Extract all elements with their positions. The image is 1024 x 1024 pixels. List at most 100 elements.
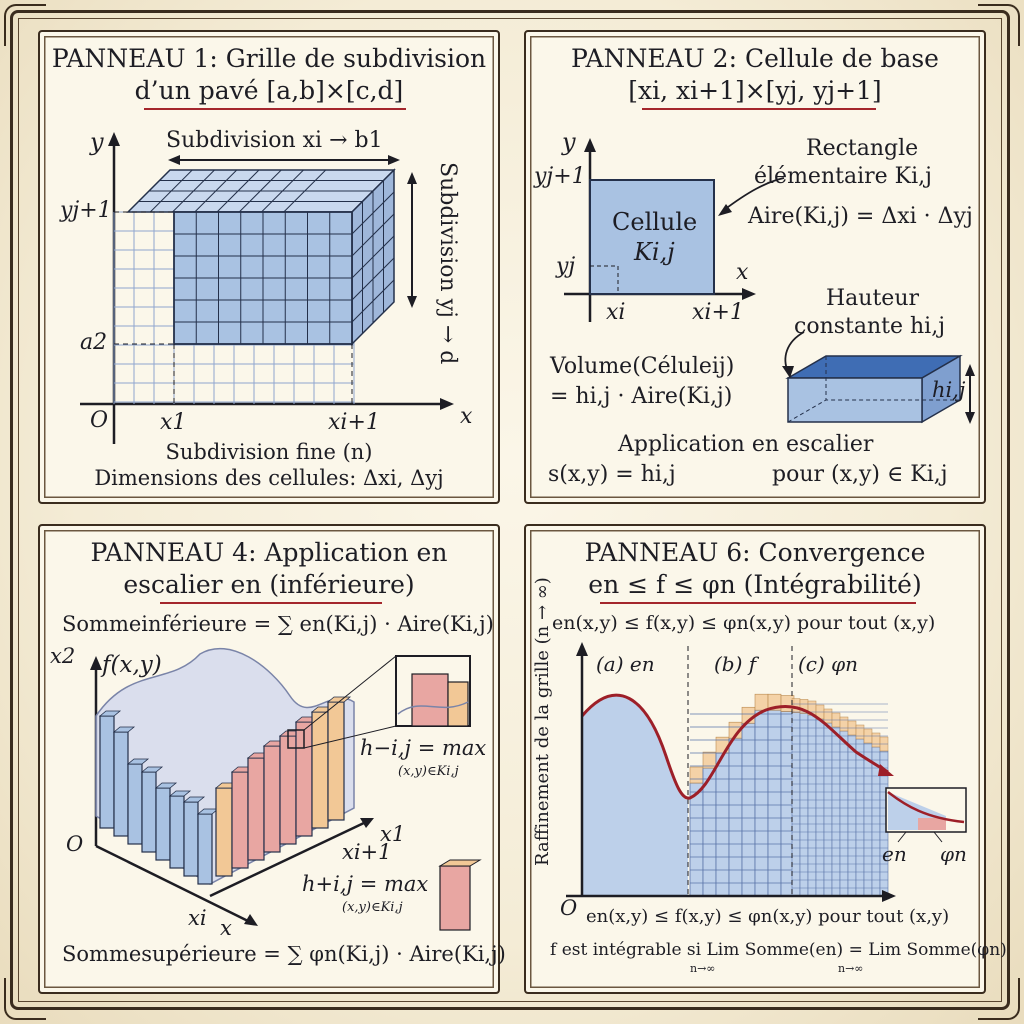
arrow-right-icon — [882, 890, 896, 902]
arrow-up-icon — [965, 364, 975, 376]
panel-1-title-line1: PANNEAU 1: Grille de subdivision — [51, 44, 487, 73]
subdivision-y-label: Subdivision yj → d — [435, 162, 460, 365]
application-left: s(x,y) = hi,j — [548, 462, 676, 487]
fine-cell-column — [863, 742, 873, 897]
arrow-up-icon — [576, 642, 588, 656]
y-axis-arrow-icon — [108, 132, 120, 146]
arrow-icon — [244, 914, 258, 926]
fine-cell-column — [791, 712, 801, 897]
zoom-surface — [397, 701, 469, 715]
application-right: pour (x,y) ∈ Ki,j — [772, 462, 948, 487]
panel-2-title-line1: PANNEAU 2: Cellule de base — [571, 44, 939, 73]
upper-step — [823, 708, 833, 724]
grid-cell-column — [754, 709, 769, 897]
guide-dashed — [590, 265, 619, 294]
corner-ornament — [978, 4, 1020, 46]
stair-bar — [263, 745, 281, 853]
title-underline — [160, 602, 382, 604]
cell-label-line1: Cellule — [612, 208, 698, 236]
hplus-bar — [439, 865, 471, 931]
stair-bar-top — [126, 758, 150, 765]
panel-2-title-line2: [xi, xi+1]×[yj, yj+1] — [628, 76, 882, 105]
panel-4-title-line2: escalier en (inférieure) — [123, 570, 415, 599]
integrability-condition: f est intégrable si Lim Somme(en) = Lim … — [550, 940, 1007, 960]
arrow-down-icon — [965, 412, 975, 424]
label-b: (b) f — [714, 652, 757, 676]
rect-label-line1: Rectangle — [806, 136, 919, 161]
grid-cell-column — [767, 709, 782, 897]
label-yj1: yj+1 — [534, 164, 586, 189]
sum-lower: Sommeinférieure = ∑ en(Ki,j) · Aire(Ki,j… — [62, 612, 494, 636]
fine-cell-column — [815, 718, 825, 897]
staircase-bars — [98, 696, 352, 885]
panel-2: PANNEAU 2: Cellule de base [xi, xi+1]×[y… — [524, 30, 986, 504]
hminus-sub: (x,y)∈Ki,j — [398, 764, 459, 779]
stair-bar-top — [98, 710, 122, 717]
panel-4-title-line1: PANNEAU 4: Application en — [90, 538, 448, 567]
stair-bar — [141, 771, 157, 853]
lim-sub-1: n→∞ — [690, 962, 716, 975]
origin-label: O — [560, 896, 578, 920]
corner-ornament — [4, 978, 46, 1020]
upper-step — [855, 724, 865, 740]
inequality-bottom: en(x,y) ≤ f(x,y) ≤ φn(x,y) pour tout (x,… — [586, 906, 950, 927]
arrow-up-icon — [407, 172, 417, 184]
hplus-label: h+i,j = max — [302, 872, 429, 896]
panel-1-title-line2: d’un pavé [a,b]×[c,d] — [134, 76, 404, 105]
x1-axis — [209, 820, 367, 898]
fine-cell-column — [839, 730, 849, 897]
arrow-icon — [878, 764, 894, 776]
hauteur-line1: Hauteur — [826, 286, 920, 311]
subdivision-x-label: Subdivision xi → b1 — [166, 128, 383, 153]
arrow-left-icon — [168, 155, 180, 165]
lim-sub-2: n→∞ — [838, 962, 864, 975]
cell-label-line2: Ki,j — [634, 238, 675, 266]
zoom-bar-red — [411, 673, 449, 727]
hplus-bar-top — [438, 859, 482, 867]
label-c: (c) φn — [798, 652, 859, 676]
y-axis-label: Raffinement de la grille (n → ∞) — [532, 577, 553, 866]
curve-f — [580, 693, 889, 800]
label-xi: xi — [188, 906, 207, 930]
stair-bar — [247, 757, 265, 861]
region-a-fill — [582, 695, 688, 896]
pointer-line — [897, 831, 907, 843]
axis-y-label: y — [90, 128, 104, 156]
x-axis-arrow-icon — [742, 288, 756, 300]
sum-upper: Sommesupérieure = ∑ φn(Ki,j) · Aire(Ki,j… — [62, 942, 506, 966]
upper-step — [754, 693, 769, 711]
inset-en-label: en — [882, 842, 907, 866]
fine-cell-column — [855, 738, 865, 897]
axis-y-label: y — [562, 128, 576, 156]
panel-2-cell-diagram — [564, 138, 975, 424]
arrow-head-icon — [782, 366, 794, 378]
upper-step — [689, 766, 704, 784]
inset-phi-label: φn — [940, 842, 967, 866]
stair-bar — [183, 801, 199, 877]
hminus-label: h−i,j = max — [360, 736, 487, 760]
volume-line1: Volume(Céluleij) — [550, 354, 735, 379]
aire-formula: Aire(Ki,j) = Δxi · Δyj — [748, 204, 973, 229]
height-label: hi,j — [932, 378, 966, 402]
refinement-grid — [689, 693, 889, 897]
panel-6-convergence-chart — [566, 642, 967, 902]
x-axis-arrow-icon — [440, 398, 454, 410]
application-title: Application en escalier — [618, 432, 874, 457]
arrow-head-icon — [718, 204, 732, 216]
arrow-right-icon — [388, 155, 400, 165]
grid-cell-column — [715, 752, 730, 897]
pointer-arrow — [723, 177, 785, 211]
arrow-icon — [360, 818, 374, 828]
y-axis-arrow-icon — [584, 138, 596, 152]
stair-bar — [169, 795, 185, 869]
title-underline — [144, 108, 406, 110]
cell-rectangle — [589, 179, 715, 295]
panel-4: PANNEAU 4: Application en escalier en (i… — [38, 524, 506, 994]
zoom-line — [303, 725, 397, 749]
panel-6-title-line2: en ≤ f ≤ φn (Intégrabilité) — [588, 570, 922, 599]
stair-bar-top — [154, 782, 178, 789]
label-x1: x1 — [380, 822, 406, 846]
pointer-line — [933, 831, 943, 843]
corner-ornament — [978, 978, 1020, 1020]
label-xi1: xi+1 — [342, 840, 392, 864]
